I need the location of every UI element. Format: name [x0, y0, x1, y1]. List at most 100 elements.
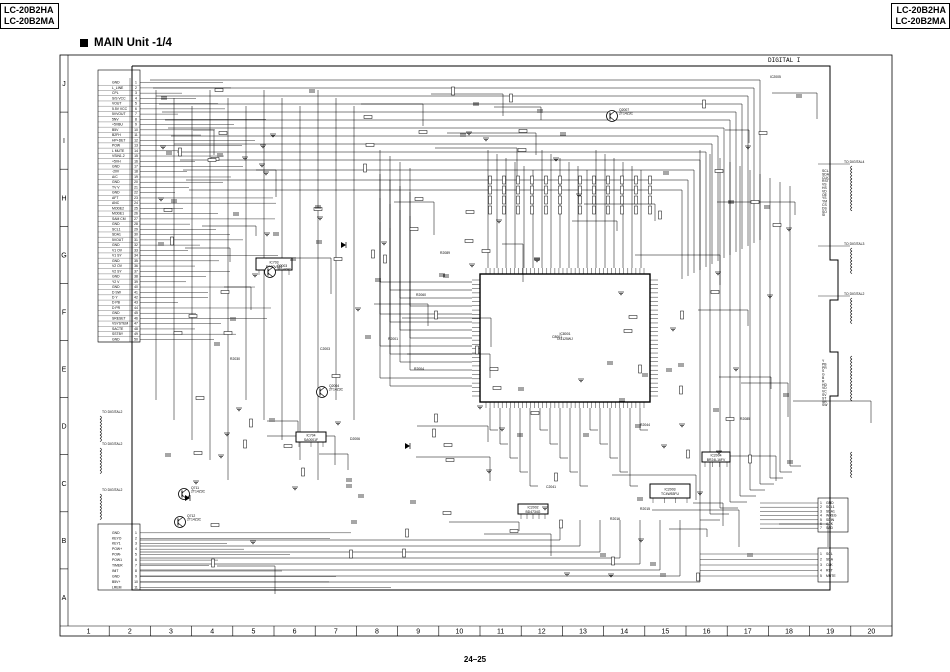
- left-pin-label: S/S VCC: [112, 96, 126, 100]
- transistor-emitter: [177, 522, 184, 528]
- right-signal-label: S: [822, 369, 825, 373]
- connector-coil-turn: [99, 512, 102, 517]
- resistor: [658, 210, 662, 220]
- right-signal-label: CS: [822, 203, 827, 207]
- left-pin-label: 5VVOUT: [112, 112, 126, 116]
- grid-row-label: A: [62, 595, 67, 602]
- wire: [779, 182, 792, 473]
- left-pin-label: GND: [112, 259, 120, 263]
- left-pin-label: B5V: [112, 128, 119, 132]
- left-pin-label: GND: [112, 165, 120, 169]
- resistor: [558, 205, 562, 215]
- resistor: [714, 169, 724, 173]
- connector-coil-turn: [99, 470, 102, 474]
- connector-coil-turn: [850, 254, 853, 258]
- grid-row-label: C: [61, 481, 66, 488]
- right-pin-number: 5: [820, 518, 822, 522]
- resistor: [188, 314, 198, 318]
- grid-column-ticks: [108, 626, 852, 636]
- left-pin-label: GND: [112, 243, 120, 247]
- left-pin-number: 21: [134, 185, 138, 189]
- connector-coil-turn: [99, 503, 102, 508]
- left-pin-number: 41: [134, 290, 138, 294]
- wire: [759, 174, 774, 485]
- bottom-left-pin-label: POW-: [112, 553, 121, 557]
- left-pin-number: 11: [134, 133, 138, 137]
- model-number-right: LC-20B2HA LC-20B2MA: [891, 3, 950, 29]
- grid-column-label: 5: [251, 629, 255, 636]
- part-label: R2015: [640, 507, 650, 511]
- bottom-left-pin-label: GND: [112, 531, 120, 535]
- wire: [435, 147, 518, 177]
- left-pin-number: 12: [134, 138, 138, 142]
- left-pin-number: 13: [134, 144, 138, 148]
- part-label: R2016: [610, 517, 620, 521]
- left-pin-number: 2: [135, 86, 137, 90]
- resistor: [210, 523, 220, 527]
- grid-column-label: 19: [826, 629, 834, 636]
- left-pin-number: 16: [134, 159, 138, 163]
- transistor-part: 2T14Z3C: [277, 268, 292, 272]
- left-pin-number: 37: [134, 269, 138, 273]
- resistor: [559, 519, 563, 529]
- resistor: [620, 205, 624, 215]
- right-pin-number: 4: [820, 514, 822, 518]
- connector-coil-turn: [850, 394, 853, 398]
- connector-coil-turn: [99, 460, 102, 465]
- left-pin-label: SRESET: [112, 316, 126, 320]
- wire: [140, 520, 661, 571]
- grid-column-label: 8: [375, 629, 379, 636]
- left-pin-label: POW: [112, 144, 121, 148]
- connector-coil-turn: [850, 257, 853, 262]
- digital-connector-label: TO DIGITAL2: [102, 442, 123, 446]
- right-pin-label: SDA1: [826, 509, 835, 513]
- wire: [741, 382, 789, 417]
- wire: [409, 168, 472, 307]
- right-pin-number: 1: [820, 501, 822, 505]
- left-pin-number: 31: [134, 238, 138, 242]
- wire: [719, 376, 772, 389]
- resistor: [363, 163, 367, 173]
- grid-column-label: 15: [662, 629, 670, 636]
- resistor: [530, 175, 534, 185]
- right-signal-label: VD: [822, 189, 827, 193]
- model-number-1: LC-20B2HA: [4, 5, 54, 15]
- connector-coil-turn: [850, 390, 853, 395]
- wire: [579, 408, 588, 487]
- connector-coil-turn: [850, 464, 853, 469]
- left-pin-number: 14: [134, 149, 138, 153]
- bottom-left-pin-number: 5: [135, 553, 137, 557]
- resistor: [502, 205, 506, 215]
- digital-connector: TO DIGITAL2: [99, 488, 123, 520]
- resistor: [725, 417, 735, 421]
- resistor: [502, 185, 506, 195]
- left-pin-label: GND: [112, 180, 120, 184]
- wire: [389, 180, 472, 323]
- connector-coil-turn: [99, 496, 102, 501]
- grid-row-label: F: [62, 309, 66, 316]
- bottom-left-pin-label: LREM: [112, 585, 122, 589]
- grid-column-label: 16: [703, 629, 711, 636]
- resistor: [679, 385, 683, 395]
- wire: [449, 521, 520, 531]
- resistor: [578, 185, 582, 195]
- wire: [619, 408, 628, 473]
- bottom-left-pin-number: 10: [134, 580, 138, 584]
- connector-coil-turn: [99, 438, 102, 442]
- connector-coil-turn: [850, 371, 853, 376]
- transistor-collector: [177, 516, 184, 522]
- connector-coil-turn: [99, 463, 102, 468]
- resistor: [445, 458, 455, 462]
- wire: [484, 533, 552, 556]
- resistor: [592, 195, 596, 205]
- wire: [140, 520, 581, 547]
- right-signal-label: SI: [822, 213, 825, 217]
- right-signal-label: RST: [822, 179, 829, 183]
- left-pin-number: 27: [134, 217, 138, 221]
- wire: [769, 178, 783, 479]
- connector-coil-turn: [850, 358, 853, 363]
- left-pin-number: 43: [134, 301, 138, 305]
- connector-coil-turn: [99, 466, 102, 471]
